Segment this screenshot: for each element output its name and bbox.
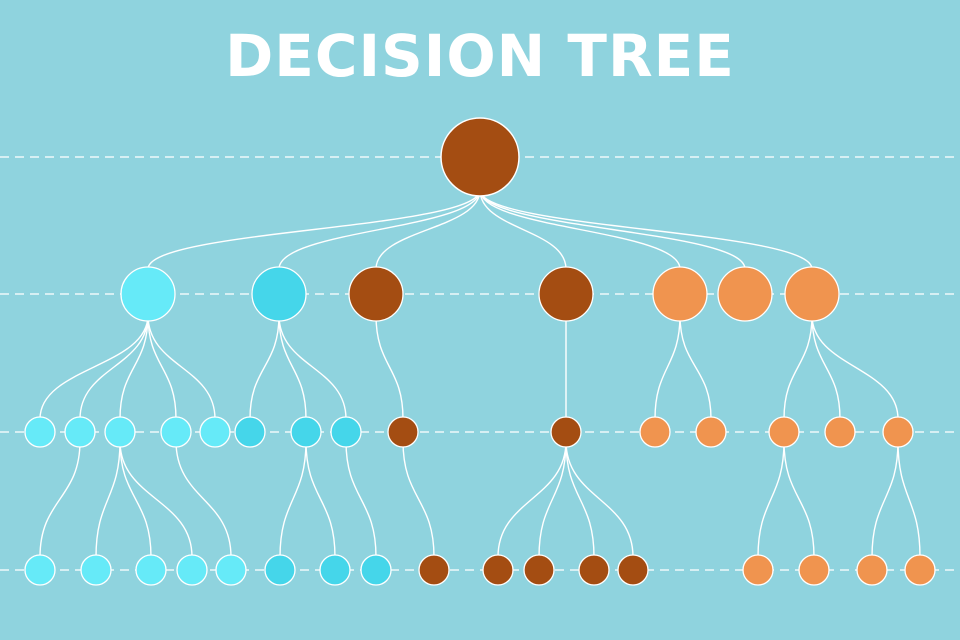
edge-b2-c1 xyxy=(39,440,81,558)
edge-a5-b11 xyxy=(654,314,681,420)
edge-root-a1 xyxy=(147,189,481,270)
edge-root-a5 xyxy=(479,189,681,270)
tree-node-c12 xyxy=(578,554,610,586)
tree-node-a1 xyxy=(120,266,176,322)
tree-node-a4 xyxy=(538,266,594,322)
edge-b10-c12 xyxy=(565,440,595,558)
tree-node-c14 xyxy=(742,554,774,586)
tree-node-c17 xyxy=(904,554,936,586)
tree-node-c10 xyxy=(482,554,514,586)
tree-node-b15 xyxy=(882,416,914,448)
tree-node-b2 xyxy=(64,416,96,448)
edge-b4-c5 xyxy=(175,440,232,558)
edge-a2-b7 xyxy=(278,314,307,420)
edge-a7-b13 xyxy=(783,314,813,420)
tree-node-b11 xyxy=(639,416,671,448)
edge-b3-c2 xyxy=(95,440,121,558)
tree-node-b9 xyxy=(387,416,419,448)
tree-node-a6 xyxy=(717,266,773,322)
tree-node-b5 xyxy=(199,416,231,448)
tree-node-b7 xyxy=(290,416,322,448)
tree-node-c9 xyxy=(418,554,450,586)
tree-node-c15 xyxy=(798,554,830,586)
diagram-title: DECISION TREE xyxy=(225,22,735,90)
tree-node-a3 xyxy=(348,266,404,322)
tree-node-a7 xyxy=(784,266,840,322)
tree-node-c5 xyxy=(215,554,247,586)
edge-a1-b3 xyxy=(119,314,149,420)
edge-b7-c7 xyxy=(305,440,336,558)
tree-node-c1 xyxy=(24,554,56,586)
edge-b9-c9 xyxy=(402,440,435,558)
tree-node-c2 xyxy=(80,554,112,586)
edge-a7-b15 xyxy=(811,314,899,420)
tree-node-b8 xyxy=(330,416,362,448)
edge-a1-b2 xyxy=(79,314,149,420)
edge-a2-b8 xyxy=(278,314,347,420)
edge-b10-c13 xyxy=(565,440,634,558)
edge-b7-c6 xyxy=(279,440,307,558)
edge-b10-c10 xyxy=(497,440,567,558)
edge-b3-c3 xyxy=(119,440,152,558)
tree-node-b1 xyxy=(24,416,56,448)
tree-node-c8 xyxy=(360,554,392,586)
tree-node-c7 xyxy=(319,554,351,586)
tree-edges xyxy=(39,189,921,558)
tree-node-root xyxy=(440,117,520,197)
tree-node-a2 xyxy=(251,266,307,322)
edge-b13-c14 xyxy=(757,440,785,558)
tree-node-c4 xyxy=(176,554,208,586)
edge-a1-b4 xyxy=(147,314,177,420)
tree-node-c16 xyxy=(856,554,888,586)
edge-a1-b5 xyxy=(147,314,216,420)
edge-root-a3 xyxy=(375,189,481,270)
edge-b3-c4 xyxy=(119,440,193,558)
tree-node-b12 xyxy=(695,416,727,448)
tree-node-b14 xyxy=(824,416,856,448)
edge-b15-c16 xyxy=(871,440,899,558)
edge-a3-b9 xyxy=(375,314,404,420)
tree-node-a5 xyxy=(652,266,708,322)
edge-a5-b12 xyxy=(679,314,712,420)
edge-a7-b14 xyxy=(811,314,841,420)
tree-node-b10 xyxy=(550,416,582,448)
edge-root-a2 xyxy=(278,189,481,270)
edge-b15-c17 xyxy=(897,440,921,558)
tree-nodes xyxy=(24,117,936,586)
tree-node-c3 xyxy=(135,554,167,586)
edge-b13-c15 xyxy=(783,440,815,558)
edge-b8-c8 xyxy=(345,440,377,558)
edge-root-a6 xyxy=(479,189,746,270)
tree-node-c6 xyxy=(264,554,296,586)
tree-node-b4 xyxy=(160,416,192,448)
edge-root-a7 xyxy=(479,189,813,270)
level-guides xyxy=(0,156,960,571)
tree-node-b3 xyxy=(104,416,136,448)
tree-node-b6 xyxy=(234,416,266,448)
tree-node-c13 xyxy=(617,554,649,586)
tree-node-c11 xyxy=(523,554,555,586)
edge-a1-b1 xyxy=(39,314,149,420)
edge-a2-b6 xyxy=(249,314,280,420)
edge-b10-c11 xyxy=(538,440,567,558)
tree-node-b13 xyxy=(768,416,800,448)
edge-root-a4 xyxy=(479,189,567,270)
